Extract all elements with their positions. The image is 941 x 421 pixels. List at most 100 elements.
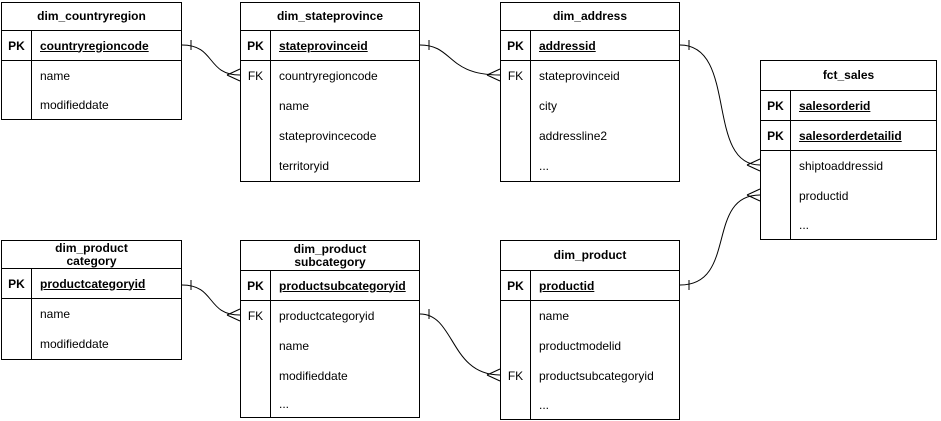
field-productcategoryid: productcategoryid bbox=[40, 276, 146, 291]
field-name: name bbox=[279, 99, 310, 113]
key-cell bbox=[501, 391, 531, 419]
table-row: PK stateprovinceid bbox=[241, 31, 419, 61]
entity-dim-address[interactable]: dim_address PK addressid FK stateprovinc… bbox=[500, 2, 680, 182]
key-cell bbox=[761, 181, 791, 211]
table-row: shiptoaddressid bbox=[761, 151, 936, 181]
key-cell bbox=[501, 331, 531, 361]
relationship-line bbox=[181, 284, 241, 316]
pk-label: PK bbox=[761, 121, 791, 150]
key-cell bbox=[2, 299, 32, 329]
crow-foot-icon bbox=[226, 308, 241, 322]
crow-foot-icon bbox=[226, 68, 241, 82]
relationship-line bbox=[419, 313, 501, 376]
field-modifieddate: modifieddate bbox=[40, 337, 109, 351]
field-name: name bbox=[279, 339, 310, 353]
table-row: stateprovincecode bbox=[241, 121, 419, 151]
fk-label: FK bbox=[241, 61, 271, 91]
relationship-productsubcategory-product[interactable] bbox=[419, 309, 501, 382]
field-name: name bbox=[539, 309, 570, 323]
table-row: productid bbox=[761, 181, 936, 211]
field-territoryid: territoryid bbox=[279, 159, 330, 173]
entity-title: dim_product subcategory bbox=[241, 241, 419, 271]
table-row: name bbox=[2, 299, 181, 329]
field-productsubcategoryid: productsubcategoryid bbox=[539, 369, 654, 383]
pk-label: PK bbox=[2, 31, 32, 60]
relationship-address-fctsales[interactable] bbox=[679, 40, 761, 172]
crow-foot-icon bbox=[746, 158, 761, 172]
field-ellipsis: ... bbox=[539, 398, 550, 412]
entity-title: dim_countryregion bbox=[2, 3, 181, 31]
key-cell bbox=[2, 61, 32, 91]
table-row: name bbox=[241, 91, 419, 121]
fk-label: FK bbox=[501, 361, 531, 391]
key-cell bbox=[241, 391, 271, 417]
entity-dim-countryregion[interactable]: dim_countryregion PK countryregioncode n… bbox=[1, 2, 182, 120]
field-productid: productid bbox=[539, 278, 595, 293]
pk-label: PK bbox=[501, 271, 531, 300]
field-stateprovinceid: stateprovinceid bbox=[539, 69, 620, 83]
entity-dim-stateprovince[interactable]: dim_stateprovince PK stateprovinceid FK … bbox=[240, 2, 420, 182]
field-name: name bbox=[40, 307, 71, 321]
field-countryregioncode: countryregioncode bbox=[40, 38, 149, 53]
field-salesorderid: salesorderid bbox=[799, 98, 871, 113]
key-cell bbox=[241, 151, 271, 181]
table-row: PK countryregioncode bbox=[2, 31, 181, 61]
relationship-line bbox=[419, 44, 501, 76]
entity-title: dim_product bbox=[501, 241, 679, 271]
relationship-stateprovince-address[interactable] bbox=[419, 40, 501, 82]
relationship-productcategory-productsubcategory[interactable] bbox=[181, 280, 241, 322]
relationship-product-fctsales[interactable] bbox=[679, 188, 761, 290]
entity-title: dim_address bbox=[501, 3, 679, 31]
entity-title: dim_product category bbox=[2, 241, 181, 269]
entity-title: dim_stateprovince bbox=[241, 3, 419, 31]
field-city: city bbox=[539, 99, 557, 113]
key-cell bbox=[501, 121, 531, 151]
key-cell bbox=[761, 151, 791, 181]
field-name: name bbox=[40, 69, 71, 83]
key-cell bbox=[2, 329, 32, 359]
entity-dim-productsubcategory[interactable]: dim_product subcategory PK productsubcat… bbox=[240, 240, 420, 418]
pk-label: PK bbox=[241, 31, 271, 60]
key-cell bbox=[761, 211, 791, 239]
table-row: modifieddate bbox=[2, 91, 181, 119]
pk-label: PK bbox=[501, 31, 531, 60]
table-row: name bbox=[501, 301, 679, 331]
table-row: PK productsubcategoryid bbox=[241, 271, 419, 301]
pk-label: PK bbox=[761, 91, 791, 120]
table-row: ... bbox=[501, 391, 679, 419]
field-shiptoaddressid: shiptoaddressid bbox=[799, 159, 884, 173]
entity-dim-product[interactable]: dim_product PK productid name productmod… bbox=[500, 240, 680, 420]
field-productid: productid bbox=[799, 189, 849, 203]
table-row: name bbox=[2, 61, 181, 91]
entity-title: fct_sales bbox=[761, 61, 936, 91]
crow-foot-icon bbox=[746, 188, 761, 202]
field-modifieddate: modifieddate bbox=[40, 98, 109, 112]
field-modifieddate: modifieddate bbox=[279, 369, 348, 383]
key-cell bbox=[501, 301, 531, 331]
table-row: ... bbox=[241, 391, 419, 417]
fk-label: FK bbox=[241, 301, 271, 331]
field-addressid: addressid bbox=[539, 38, 596, 53]
relationship-countryregion-stateprovince[interactable] bbox=[181, 40, 241, 82]
field-stateprovinceid: stateprovinceid bbox=[279, 38, 368, 53]
pk-label: PK bbox=[2, 269, 32, 298]
key-cell bbox=[501, 151, 531, 181]
key-cell bbox=[2, 91, 32, 119]
crow-foot-icon bbox=[486, 68, 501, 82]
table-row: PK productcategoryid bbox=[2, 269, 181, 299]
table-row: PK productid bbox=[501, 271, 679, 301]
field-addressline2: addressline2 bbox=[539, 129, 608, 143]
entity-fct-sales[interactable]: fct_sales PK salesorderid PK salesorderd… bbox=[760, 60, 937, 240]
key-cell bbox=[241, 121, 271, 151]
field-ellipsis: ... bbox=[799, 218, 810, 232]
table-row: modifieddate bbox=[2, 329, 181, 359]
table-row: PK salesorderdetailid bbox=[761, 121, 936, 151]
table-row: name bbox=[241, 331, 419, 361]
field-ellipsis: ... bbox=[539, 159, 550, 173]
field-ellipsis: ... bbox=[279, 397, 290, 411]
relationship-line bbox=[679, 194, 761, 286]
entity-dim-productcategory[interactable]: dim_product category PK productcategoryi… bbox=[1, 240, 182, 360]
field-countryregioncode: countryregioncode bbox=[279, 69, 378, 83]
table-row: FK countryregioncode bbox=[241, 61, 419, 91]
